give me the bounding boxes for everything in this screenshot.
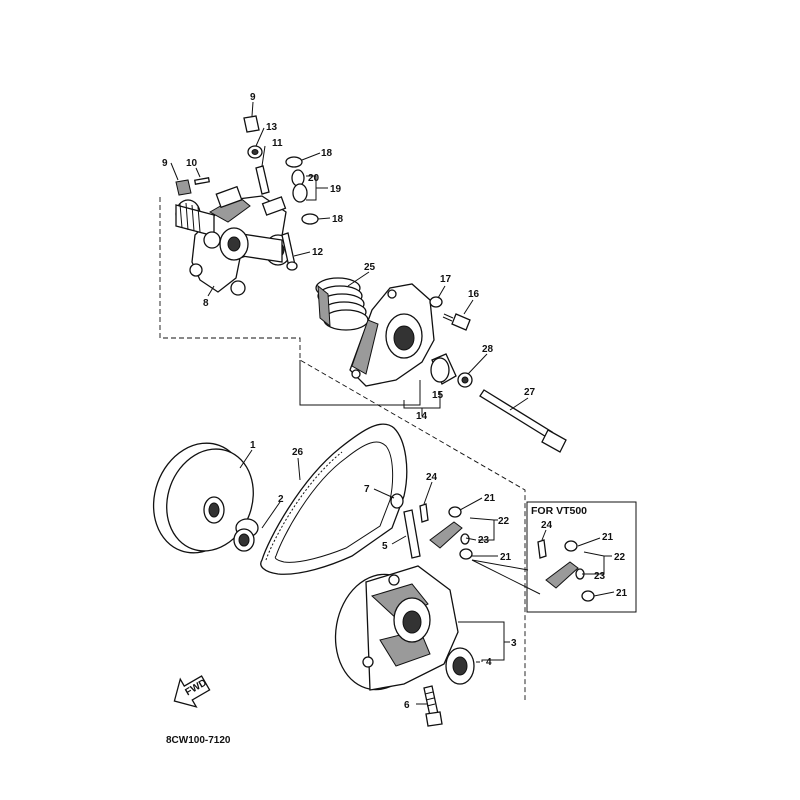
cam-arm-parts xyxy=(419,503,473,560)
inset-title: FOR VT500 xyxy=(531,505,587,517)
callout-10: 10 xyxy=(186,158,198,169)
inset-callout-22: 22 xyxy=(614,552,626,563)
callout-20: 20 xyxy=(308,173,320,184)
leader-lines xyxy=(170,101,615,705)
callout-21-upper: 21 xyxy=(484,493,496,504)
callout-5: 5 xyxy=(382,541,388,552)
callout-21-lower: 21 xyxy=(500,552,512,563)
bushing-part-4 xyxy=(445,647,475,685)
callout-15: 15 xyxy=(432,390,444,401)
bolt-part-6 xyxy=(423,685,443,727)
callout-11: 11 xyxy=(272,138,283,149)
assembly-frame-lines xyxy=(159,197,526,700)
callout-8: 8 xyxy=(203,298,209,309)
callout-14: 14 xyxy=(416,411,428,422)
callout-7: 7 xyxy=(364,484,370,495)
callout-24: 24 xyxy=(426,472,438,483)
callout-23: 23 xyxy=(478,535,490,546)
callout-19: 19 xyxy=(330,184,342,195)
movable-sheave-part-3 xyxy=(334,565,459,691)
callout-18-bottom: 18 xyxy=(332,214,344,225)
cover-part-14 xyxy=(349,283,457,387)
inset-callout-21-lower: 21 xyxy=(616,588,628,599)
spring-part-25 xyxy=(315,277,369,331)
collar-part-2 xyxy=(233,518,259,552)
figure-code: 8CW100-7120 xyxy=(166,735,231,746)
callout-28: 28 xyxy=(482,344,494,355)
callout-1: 1 xyxy=(250,440,256,451)
callout-3: 3 xyxy=(511,638,517,649)
inset-vt500 xyxy=(526,501,637,613)
shaft-part-5 xyxy=(390,493,421,559)
callout-16: 16 xyxy=(468,289,480,300)
bolts-washers xyxy=(429,296,567,453)
callout-2: 2 xyxy=(278,494,284,505)
callout-9-left: 9 xyxy=(162,158,168,169)
callout-18-top: 18 xyxy=(321,148,333,159)
callout-27: 27 xyxy=(524,387,536,398)
fwd-arrow-icon: FWD xyxy=(173,675,211,708)
callout-9-top: 9 xyxy=(250,92,256,103)
callout-13: 13 xyxy=(266,122,278,133)
callout-25: 25 xyxy=(364,262,376,273)
callout-4: 4 xyxy=(486,657,492,668)
callout-26: 26 xyxy=(292,447,304,458)
callout-12: 12 xyxy=(312,247,324,258)
spider-hub-part-8 xyxy=(175,185,292,296)
inset-callout-23: 23 xyxy=(594,571,606,582)
inset-callout-24: 24 xyxy=(541,520,553,531)
callout-6: 6 xyxy=(404,700,410,711)
callout-17: 17 xyxy=(440,274,452,285)
callout-labels: 9 13 11 9 10 18 20 19 18 12 8 25 17 16 2… xyxy=(162,92,628,746)
v-belt-part-26 xyxy=(260,423,408,575)
callout-22: 22 xyxy=(498,516,510,527)
sheave-part-1 xyxy=(152,442,254,554)
weight-rollers-pins xyxy=(175,115,319,271)
inset-callout-21-upper: 21 xyxy=(602,532,614,543)
